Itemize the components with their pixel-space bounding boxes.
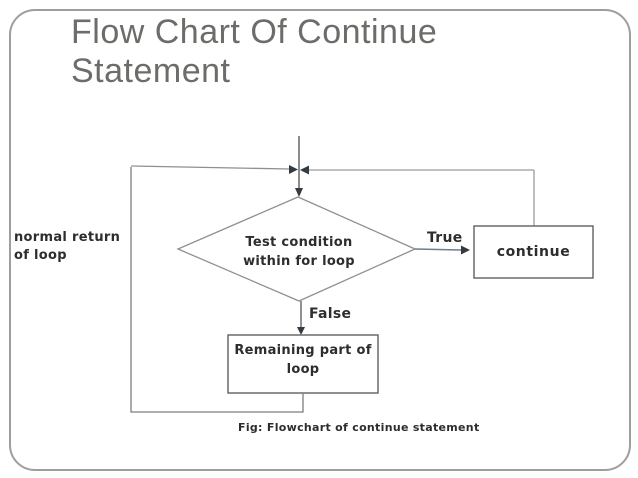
false-label: False: [309, 306, 352, 322]
true-branch-line: [414, 248, 462, 251]
slide-title: Flow Chart Of Continue Statement: [71, 13, 438, 90]
normal-return-label: normal return of loop: [14, 230, 121, 263]
entry-arrowhead-icon: [295, 188, 303, 197]
loopback-arrowhead-icon: [289, 165, 298, 174]
continue-box-label: continue: [496, 244, 571, 260]
continue-box: [473, 225, 594, 279]
remaining-box-label: Remaining part of loop: [234, 343, 372, 377]
loopback-horizontal-line: [130, 165, 290, 170]
true-label: True: [427, 230, 463, 246]
continue-return-arrowhead-icon: [300, 165, 309, 175]
normal-return-path: [130, 167, 304, 413]
false-arrowhead-icon: [297, 327, 305, 335]
test-condition-label: Test condition within for loop: [243, 235, 355, 269]
decision-diamond: [176, 196, 417, 302]
figure-caption: Fig: Flowchart of continue statement: [238, 421, 480, 434]
true-arrowhead-icon: [461, 245, 470, 255]
